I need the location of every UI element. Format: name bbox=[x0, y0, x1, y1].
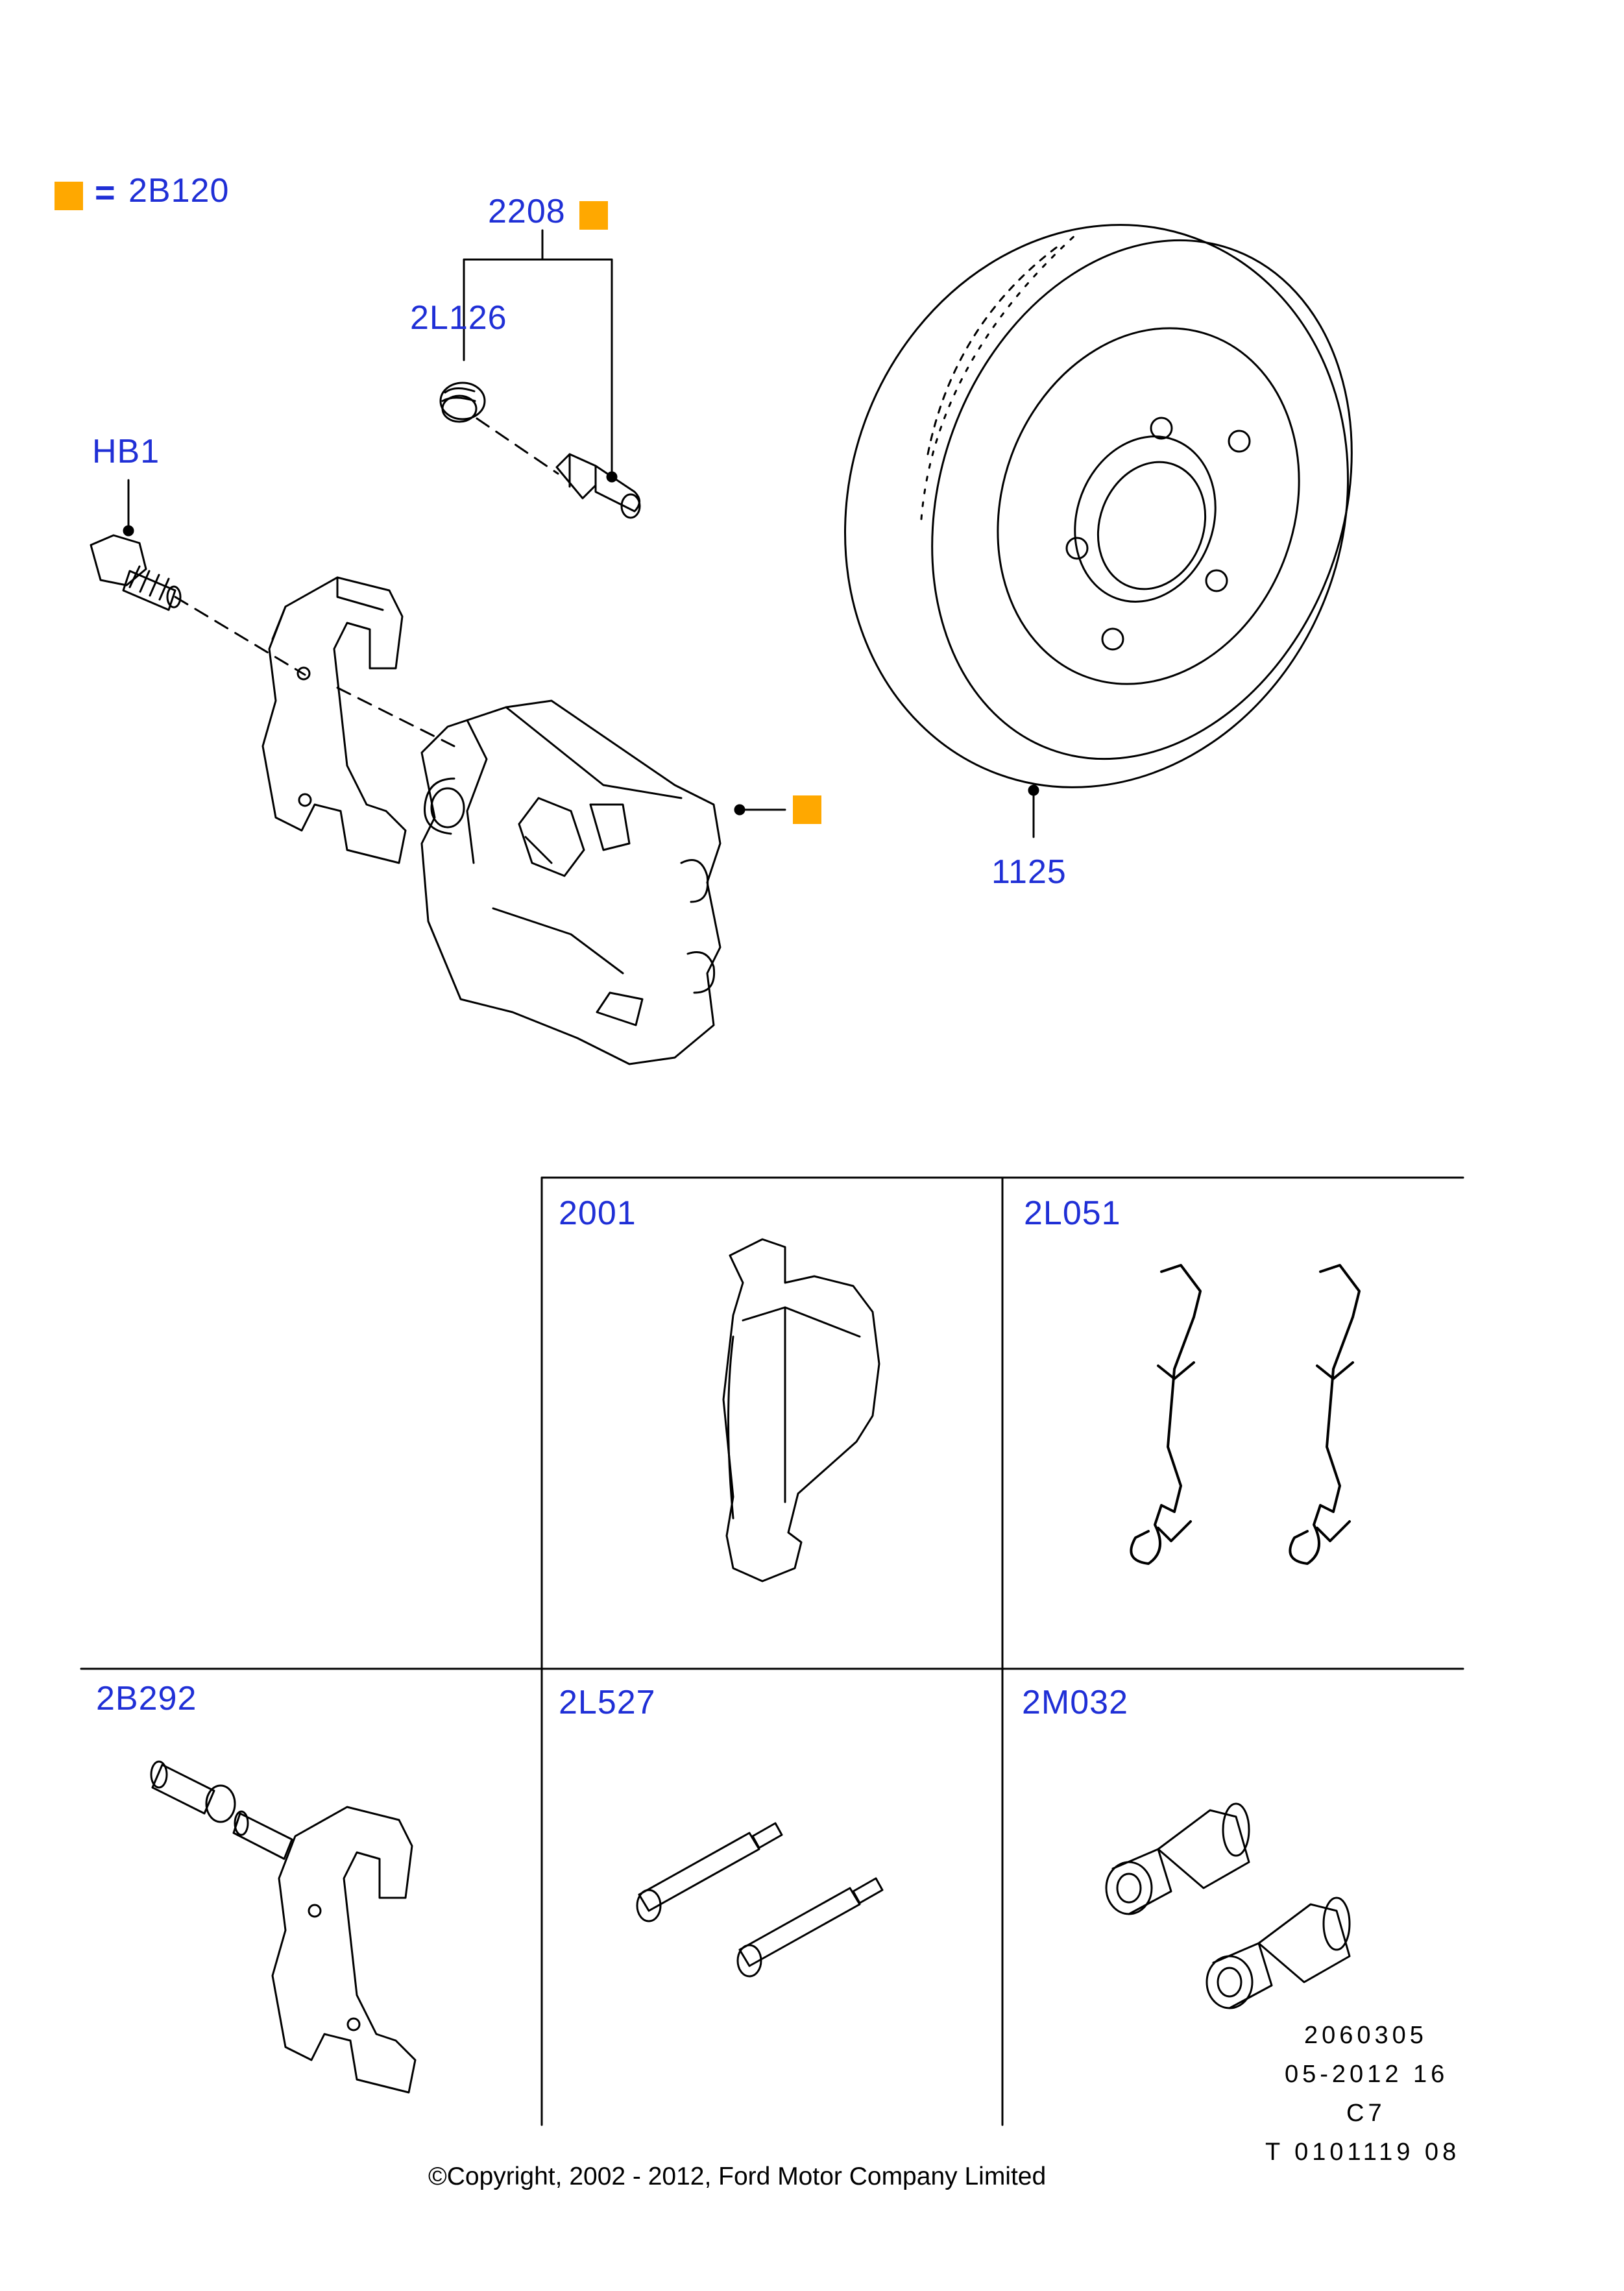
caliper-carrier bbox=[261, 576, 407, 864]
callout-1125: 1125 bbox=[991, 853, 1067, 891]
callout-2L126: 2L126 bbox=[410, 299, 507, 337]
cell-label-2M032: 2M032 bbox=[1022, 1684, 1128, 1721]
cell-label-2L051: 2L051 bbox=[1024, 1194, 1121, 1232]
brake-disc-1125 bbox=[844, 224, 1353, 788]
marker-caliper bbox=[793, 795, 821, 824]
callout-HB1: HB1 bbox=[92, 433, 160, 470]
cell-label-2L527: 2L527 bbox=[559, 1684, 656, 1721]
copyright-notice: ©Copyright, 2002 - 2012, Ford Motor Comp… bbox=[428, 2163, 1047, 2190]
marker-2208 bbox=[579, 201, 608, 230]
reference-line-3: C7 bbox=[1346, 2100, 1386, 2127]
reference-line-4: T 0101119 08 bbox=[1265, 2139, 1460, 2166]
legend-swatch bbox=[55, 182, 83, 210]
assembly-dash-lines bbox=[174, 417, 559, 747]
cell-label-2001: 2001 bbox=[559, 1194, 636, 1232]
parts-grid bbox=[80, 1176, 1464, 2126]
cell-label-2B292: 2B292 bbox=[96, 1680, 197, 1717]
bolt-HB1 bbox=[90, 534, 182, 611]
leader-2208 bbox=[463, 229, 613, 478]
bleed-screw-2208 bbox=[555, 453, 641, 519]
guide-pins-2L527 bbox=[636, 1822, 884, 1978]
brake-pad-2001 bbox=[722, 1238, 880, 1582]
reference-line-1: 2060305 bbox=[1304, 2022, 1427, 2049]
legend-equals: = bbox=[95, 173, 115, 212]
caliper-body bbox=[420, 699, 721, 1065]
bleed-cap-2L126 bbox=[439, 382, 486, 423]
anti-rattle-clips-2L051 bbox=[1130, 1264, 1361, 1565]
callout-2208: 2208 bbox=[488, 193, 566, 230]
legend-label: 2B120 bbox=[128, 172, 230, 210]
carrier-kit-2B292 bbox=[150, 1760, 417, 2094]
reference-line-2: 05-2012 16 bbox=[1285, 2061, 1449, 2088]
guide-bushes-2M032 bbox=[1105, 1802, 1351, 2009]
